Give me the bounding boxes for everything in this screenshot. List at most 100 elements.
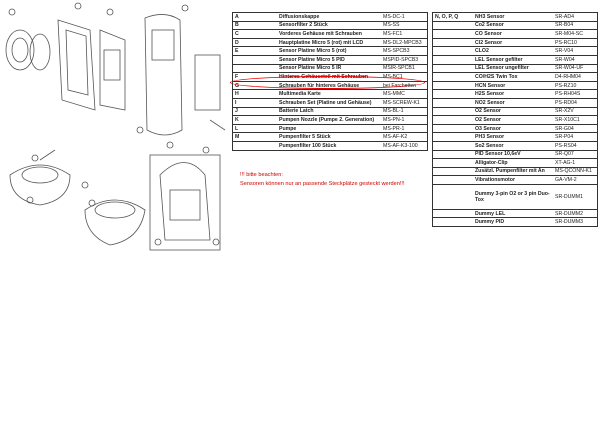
row-code: SR-DUMM2 xyxy=(553,208,598,218)
row-code: MS-DC-1 xyxy=(381,12,428,22)
row-item: Dummy PID xyxy=(473,217,553,227)
row-letter xyxy=(432,46,473,56)
row-item: Dummy LEL xyxy=(473,208,553,218)
row-item: O3 Sensor xyxy=(473,123,553,133)
row-code: SR-V04 xyxy=(553,46,598,56)
row-code: MS-SPCB3 xyxy=(381,46,428,56)
row-item: Cl2 Sensor xyxy=(473,37,553,47)
row-code: MS-AF-K2 xyxy=(381,132,428,142)
row-letter xyxy=(432,149,473,159)
row-code: MS-DL2-MPCB3 xyxy=(381,37,428,47)
row-code: MS-MMC xyxy=(381,89,428,99)
row-item: Sensorfilter 2 Stück xyxy=(277,20,381,30)
row-code: SR-DUMM3 xyxy=(553,217,598,227)
row-item: HCN Sensor xyxy=(473,80,553,90)
row-code: MS-QCONN-K1 xyxy=(553,166,598,176)
row-code: SR-W04-UF xyxy=(553,63,598,73)
note-sensors: Sensoren können nur an passende Steckplä… xyxy=(240,181,405,187)
row-code: PS-RC10 xyxy=(553,37,598,47)
row-letter xyxy=(432,183,473,210)
row-code: SR-DUMM1 xyxy=(553,183,598,210)
row-item: CO/H2S Twin Tox xyxy=(473,72,553,82)
row-letter xyxy=(432,54,473,65)
row-item: Co2 Sensor xyxy=(473,20,553,30)
row-code: MS-AF-K3-100 xyxy=(381,140,428,150)
row-code: MSPID-SPCB3 xyxy=(381,54,428,65)
row-letter: J xyxy=(232,106,277,116)
row-letter xyxy=(232,63,277,73)
row-item: LEL Sensor gefilter xyxy=(473,54,553,65)
row-item: Schrauben Set (Platine und Gehäuse) xyxy=(277,97,381,108)
row-code: SR-X10C1 xyxy=(553,115,598,125)
row-letter xyxy=(432,29,473,39)
row-item: Vibrationsmotor xyxy=(473,175,553,185)
row-letter xyxy=(432,106,473,116)
row-item: Dummy 3-pin O2 or 3 pin Duo-Tox xyxy=(473,183,553,210)
row-item: Diffusionskappe xyxy=(277,12,381,22)
row-letter: I xyxy=(232,97,277,108)
row-item: O2 Sensor xyxy=(473,115,553,125)
row-letter: F xyxy=(232,72,277,82)
row-item: PH3 Sensor xyxy=(473,132,553,142)
row-letter xyxy=(432,97,473,108)
row-code: PS-RZ10 xyxy=(553,80,598,90)
row-item: Multimedia Karte xyxy=(277,89,381,99)
row-code: SR-G04 xyxy=(553,123,598,133)
row-code: MS-FC1 xyxy=(381,29,428,39)
row-code: SR-Q07 xyxy=(553,149,598,159)
row-item: H2S Sensor xyxy=(473,89,553,99)
row-code: MSIR-SPCB1 xyxy=(381,63,428,73)
row-code: GA-VM-2 xyxy=(553,175,598,185)
row-item: NO2 Sensor xyxy=(473,97,553,108)
row-letter xyxy=(232,54,277,65)
row-code: PS-RS04 xyxy=(553,140,598,150)
row-code: SR-P04 xyxy=(553,132,598,142)
exploded-parts-drawing xyxy=(5,2,226,251)
row-code: SR-W04 xyxy=(553,54,598,65)
row-item: LEL Sensor ungefilter xyxy=(473,63,553,73)
row-code: SR-B04 xyxy=(553,20,598,30)
row-code: MS-SS xyxy=(381,20,428,30)
row-letter: M xyxy=(232,132,277,142)
row-code: PS-RD04 xyxy=(553,97,598,108)
row-code: SR-AD4 xyxy=(553,12,598,22)
row-letter xyxy=(432,158,473,168)
row-letter: A xyxy=(232,12,277,22)
row-item: Pumpe xyxy=(277,123,381,133)
row-letter: N, O, P, Q xyxy=(432,12,473,22)
row-letter: D xyxy=(232,37,277,47)
row-item: Zusätzl. Pumpenfilter mit An xyxy=(473,166,553,176)
highlight-oval xyxy=(230,76,425,89)
row-item: So2 Sensor xyxy=(473,140,553,150)
row-item: Sensor Platine Micro 5 IR xyxy=(277,63,381,73)
row-item: Vorderes Gehäuse mit Schrauben xyxy=(277,29,381,39)
row-item: O2 Sensor xyxy=(473,106,553,116)
row-letter xyxy=(432,72,473,82)
row-letter xyxy=(232,140,277,150)
